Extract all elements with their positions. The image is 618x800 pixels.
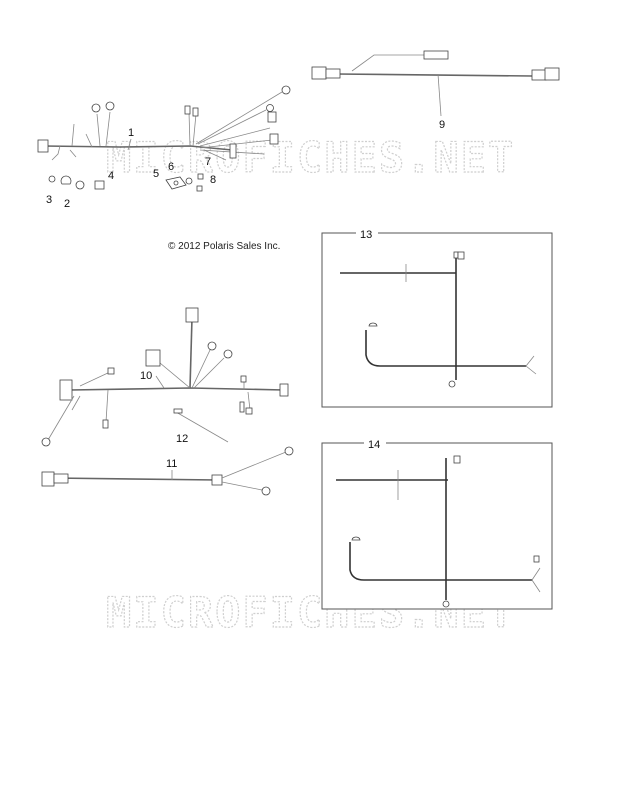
callout-1: 1 (128, 127, 134, 139)
part-7 (197, 173, 204, 180)
watermark-top: MICROFICHES.NET (106, 133, 515, 182)
callout-11: 11 (166, 458, 177, 470)
callout-10: 10 (140, 370, 152, 382)
part-6 (185, 177, 193, 185)
harness-14-detail (321, 441, 553, 610)
callout-3: 3 (46, 194, 52, 206)
part-8 (196, 185, 203, 192)
harness-11 (41, 446, 294, 496)
callout-4: 4 (108, 170, 114, 182)
callout-2: 2 (64, 198, 70, 210)
part-3 (48, 175, 56, 183)
harness-13-detail (321, 231, 553, 408)
part-4 (94, 180, 105, 190)
harness-10 (41, 307, 289, 447)
copyright-text: © 2012 Polaris Sales Inc. (168, 241, 281, 252)
callout-13: 13 (360, 229, 372, 241)
callout-6: 6 (168, 161, 174, 173)
harness-9 (311, 50, 560, 117)
callout-9: 9 (439, 119, 445, 131)
part-12 (173, 408, 229, 443)
harness-1 (37, 85, 291, 192)
callout-7: 7 (205, 156, 211, 168)
callout-5: 5 (153, 168, 159, 180)
callout-12: 12 (176, 433, 188, 445)
callout-8: 8 (210, 174, 216, 186)
part-2 (60, 175, 72, 185)
callout-14: 14 (368, 439, 380, 451)
